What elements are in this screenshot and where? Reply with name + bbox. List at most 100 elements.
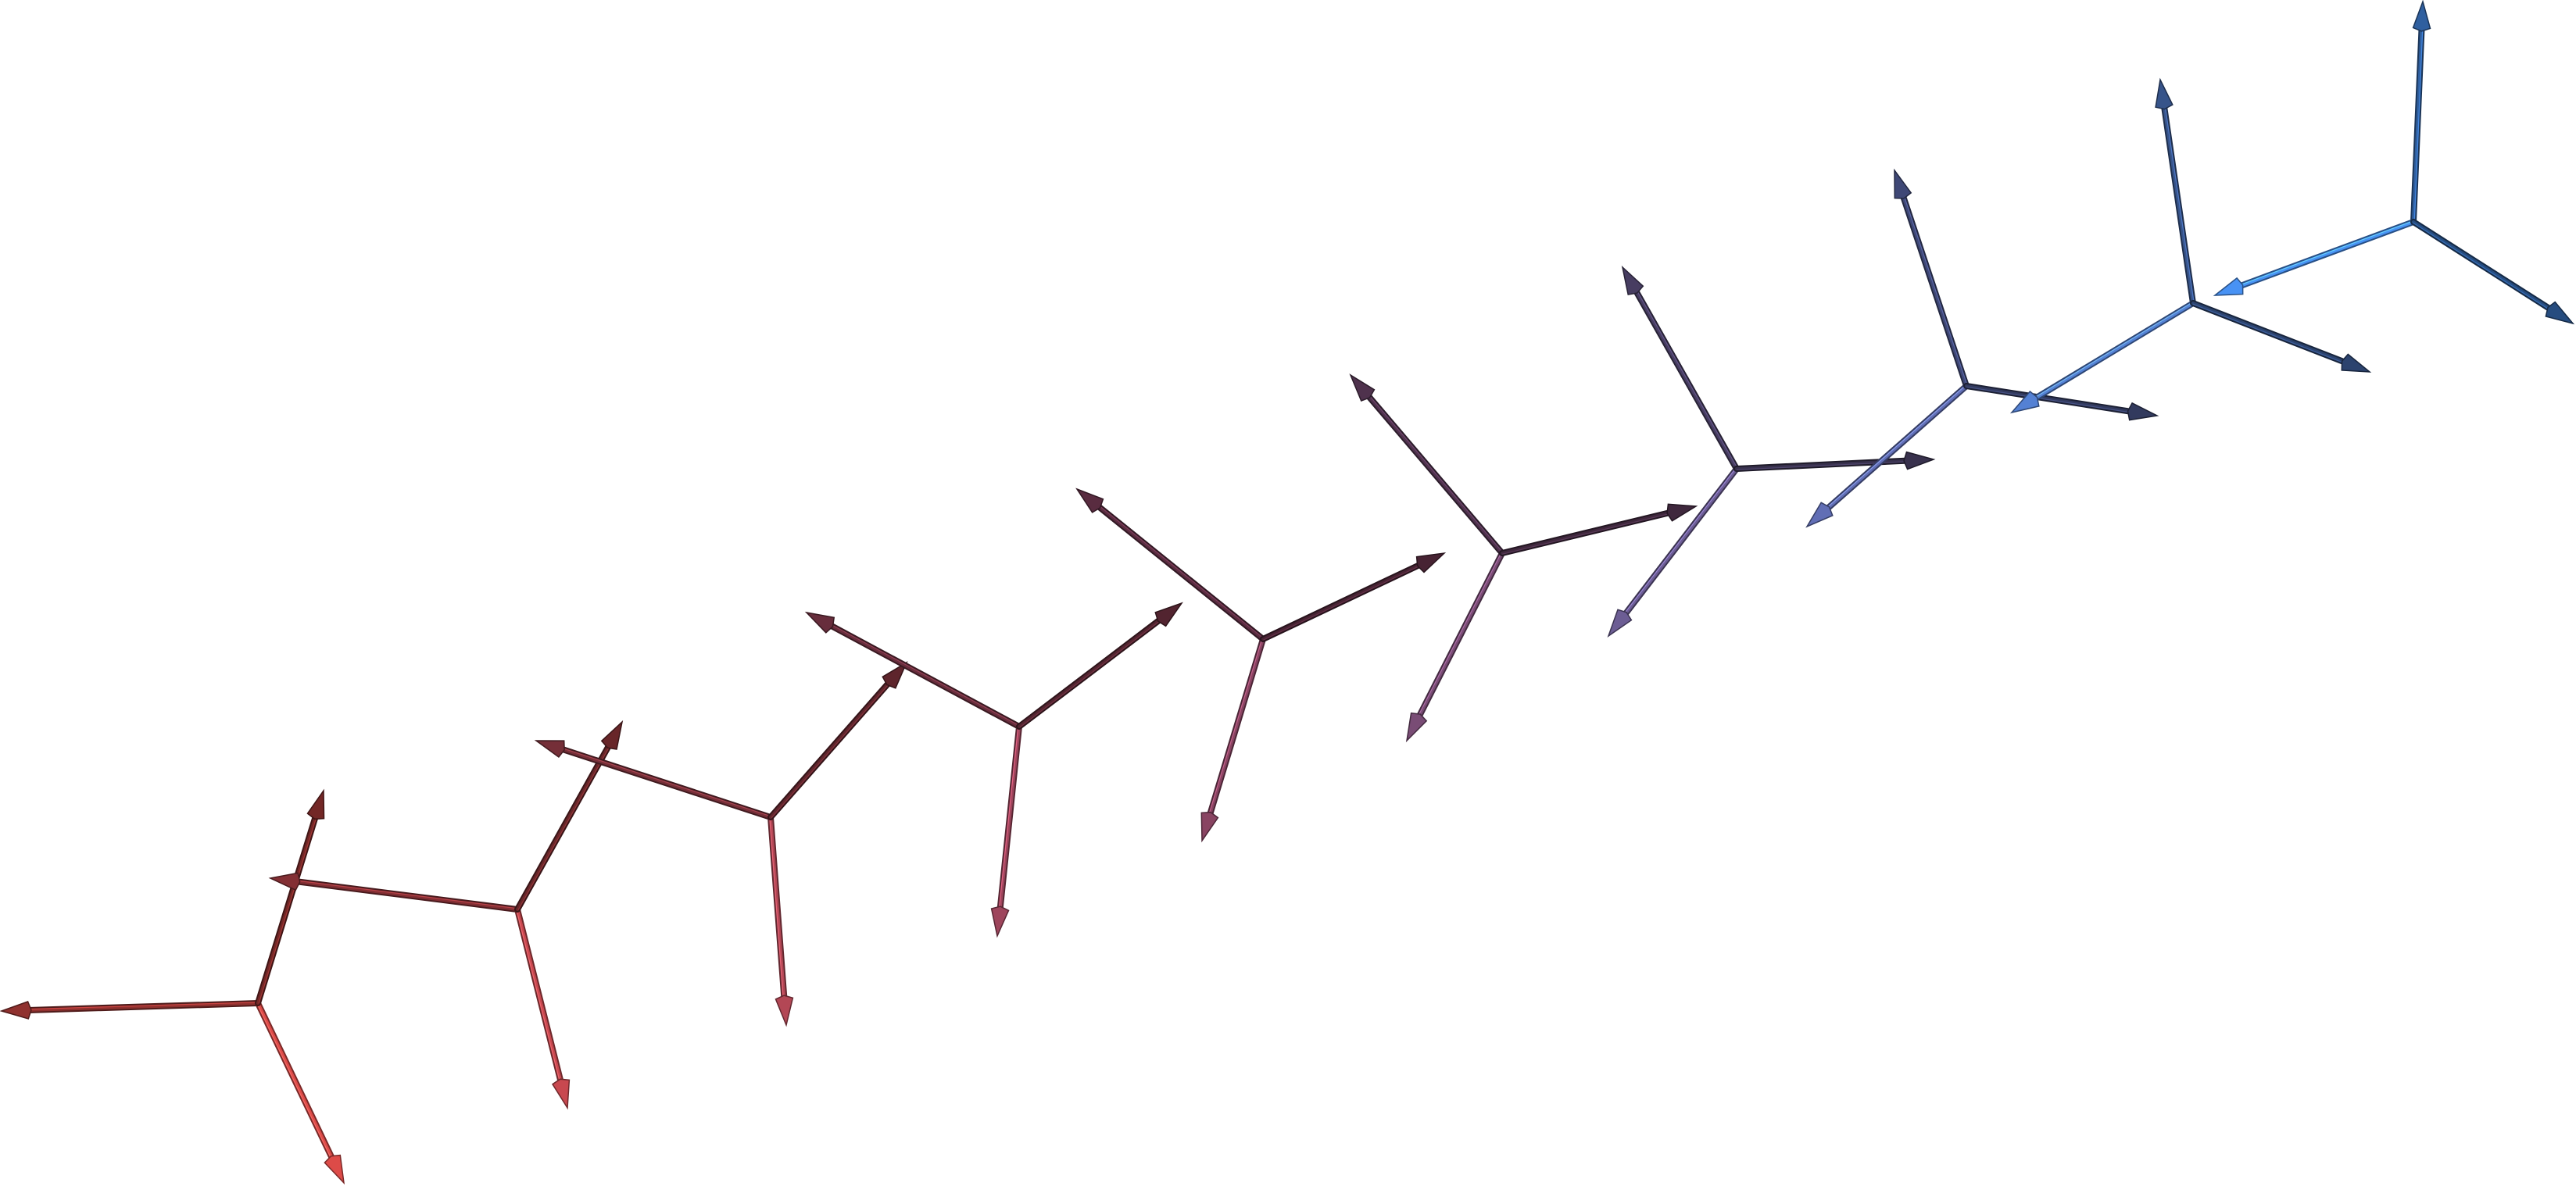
z-axis-arrow [1260, 552, 1447, 642]
arrow-shaft-highlight [1417, 552, 1502, 717]
arrow-shaft [1825, 384, 1968, 511]
arrow-shaft [2033, 302, 2195, 401]
coordinate-frame-8 [1805, 168, 2159, 528]
arrow-head [600, 720, 624, 750]
arrow-shaft [998, 725, 1021, 912]
arrow-shaft-highlight [830, 623, 1020, 727]
coordinate-frame-1 [0, 788, 345, 1185]
y-axis-arrow [1607, 466, 1740, 638]
y-axis-arrow [990, 723, 1022, 938]
x-axis-arrow [1894, 168, 1970, 389]
arrow-shaft [1261, 563, 1422, 641]
arrow-shaft [516, 743, 611, 911]
arrow-head [268, 872, 301, 891]
arrow-shaft-highlight [1502, 513, 1671, 555]
coordinate-frame-2 [268, 720, 624, 1110]
y-axis-arrow [767, 814, 794, 1027]
arrow-shaft [2191, 302, 2347, 364]
arrow-shaft-highlight [561, 747, 771, 817]
z-axis-arrow [255, 788, 325, 1006]
arrow-shaft-highlight [1636, 289, 1738, 469]
arrow-shaft [769, 681, 891, 819]
arrow-shaft [256, 1002, 335, 1161]
arrow-shaft-highlight [1019, 620, 1162, 728]
arrow-shaft-highlight [2239, 220, 2413, 286]
arrow-shaft-highlight [998, 726, 1019, 910]
arrow-shaft-highlight [2164, 105, 2195, 303]
arrow-head [2213, 277, 2244, 296]
arrow-head [2155, 77, 2174, 110]
arrow-head [534, 740, 565, 759]
arrow-head [1405, 712, 1428, 743]
coordinate-frame-5 [1075, 488, 1447, 843]
arrow-head [990, 906, 1010, 938]
z-axis-arrow [1016, 602, 1183, 730]
arrow-shaft [295, 880, 519, 911]
arrow-head [0, 1001, 32, 1020]
y-axis-arrow [255, 1000, 345, 1185]
arrow-shaft [1096, 504, 1265, 641]
arrow-head [306, 788, 325, 820]
arrow-head [324, 1154, 345, 1185]
arrow-head [1200, 811, 1219, 843]
arrow-shaft [1366, 393, 1504, 555]
arrow-shaft-highlight [1208, 638, 1263, 816]
arrow-shaft [2412, 220, 2553, 311]
arrow-head [2341, 353, 2372, 373]
x-axis-arrow [2155, 77, 2196, 306]
arrow-head [2009, 390, 2040, 414]
x-axis-arrow [0, 1000, 261, 1020]
x-axis-arrow [804, 611, 1022, 730]
arrow-shaft-highlight [258, 816, 317, 1004]
arrow-shaft [26, 1002, 259, 1012]
arrow-shaft-highlight [771, 682, 890, 819]
arrow-head [1894, 168, 1912, 199]
arrow-shaft [769, 816, 786, 1001]
x-axis-arrow [1349, 373, 1505, 556]
arrow-shaft-highlight [1966, 386, 2131, 413]
arrow-head [1415, 552, 1447, 573]
arrow-shaft-highlight [1826, 384, 1966, 509]
arrow-shaft [2162, 104, 2195, 305]
arrow-shaft [2238, 220, 2415, 288]
arrow-shaft [1623, 467, 1738, 617]
arrow-shaft-highlight [2034, 302, 2193, 398]
arrow-shaft-highlight [27, 1002, 258, 1010]
y-axis-arrow [2009, 300, 2196, 414]
coordinate-frame-3 [534, 661, 908, 1027]
arrow-head [2127, 402, 2159, 421]
arrow-shaft [516, 908, 563, 1084]
arrow-shaft-highlight [516, 909, 561, 1083]
arrow-head [775, 995, 794, 1027]
z-axis-arrow [2190, 300, 2372, 373]
arrow-head [1607, 609, 1633, 638]
arrow-head [2412, 0, 2431, 32]
arrow-shaft [1965, 384, 2133, 413]
z-axis-arrow [1733, 451, 1936, 472]
coordinate-frame-7 [1607, 265, 1936, 638]
arrow-shaft-highlight [256, 1003, 332, 1160]
coordinate-frame-4 [804, 602, 1183, 938]
arrow-shaft-highlight [1097, 504, 1265, 639]
y-axis-arrow [514, 906, 571, 1110]
x-axis-arrow [1075, 488, 1266, 642]
arrow-head [882, 661, 908, 689]
coordinate-frame-10 [2213, 0, 2575, 325]
arrow-shaft [1208, 638, 1265, 817]
arrow-shaft [1633, 288, 1738, 470]
arrow-head [1075, 488, 1104, 513]
arrow-shaft-highlight [1368, 394, 1504, 553]
arrow-head [551, 1078, 571, 1110]
arrow-head [1666, 503, 1698, 522]
coordinate-frame-9 [2009, 77, 2372, 414]
y-axis-arrow [2213, 219, 2417, 296]
x-axis-arrow [2410, 0, 2431, 225]
z-axis-arrow [1963, 383, 2159, 421]
arrow-shaft [2412, 26, 2424, 223]
arrow-shaft-highlight [1623, 467, 1737, 615]
arrow-shaft [1901, 194, 1968, 388]
arrow-shaft [828, 623, 1021, 728]
arrow-shaft [256, 814, 317, 1005]
y-axis-arrow [1200, 636, 1266, 843]
arrow-shaft-highlight [2413, 222, 2551, 311]
